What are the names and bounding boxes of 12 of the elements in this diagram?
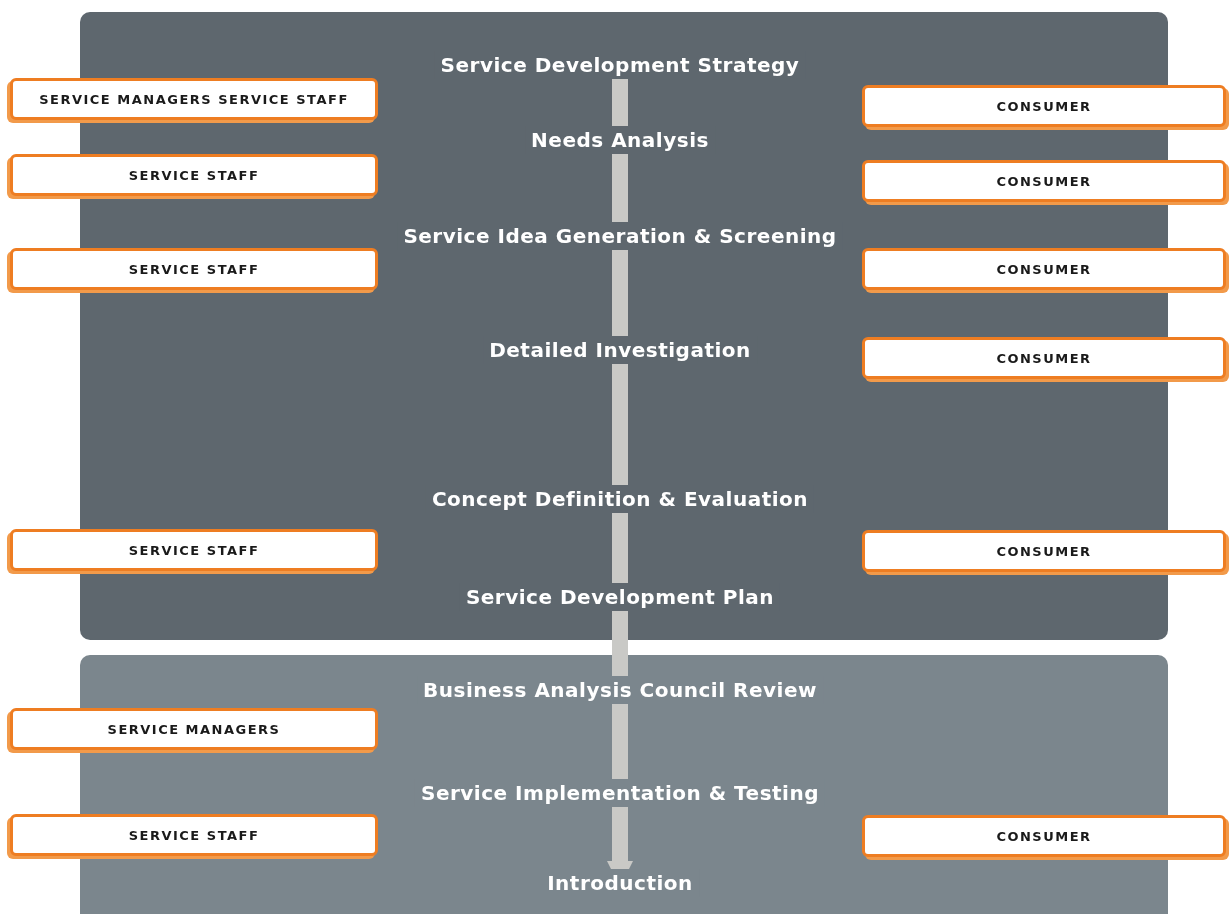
role-box: SERVICE MANAGERS	[10, 708, 378, 750]
role-box: SERVICE STAFF	[10, 154, 378, 196]
role-box: CONSUMER	[862, 337, 1226, 379]
role-box: CONSUMER	[862, 248, 1226, 290]
role-box: CONSUMER	[862, 530, 1226, 572]
role-box: SERVICE STAFF	[10, 814, 378, 856]
role-box: CONSUMER	[862, 815, 1226, 857]
role-box: CONSUMER	[862, 160, 1226, 202]
role-box: SERVICE STAFF	[10, 529, 378, 571]
role-box: SERVICE MANAGERS SERVICE STAFF	[10, 78, 378, 120]
role-box: CONSUMER	[862, 85, 1226, 127]
role-box: SERVICE STAFF	[10, 248, 378, 290]
